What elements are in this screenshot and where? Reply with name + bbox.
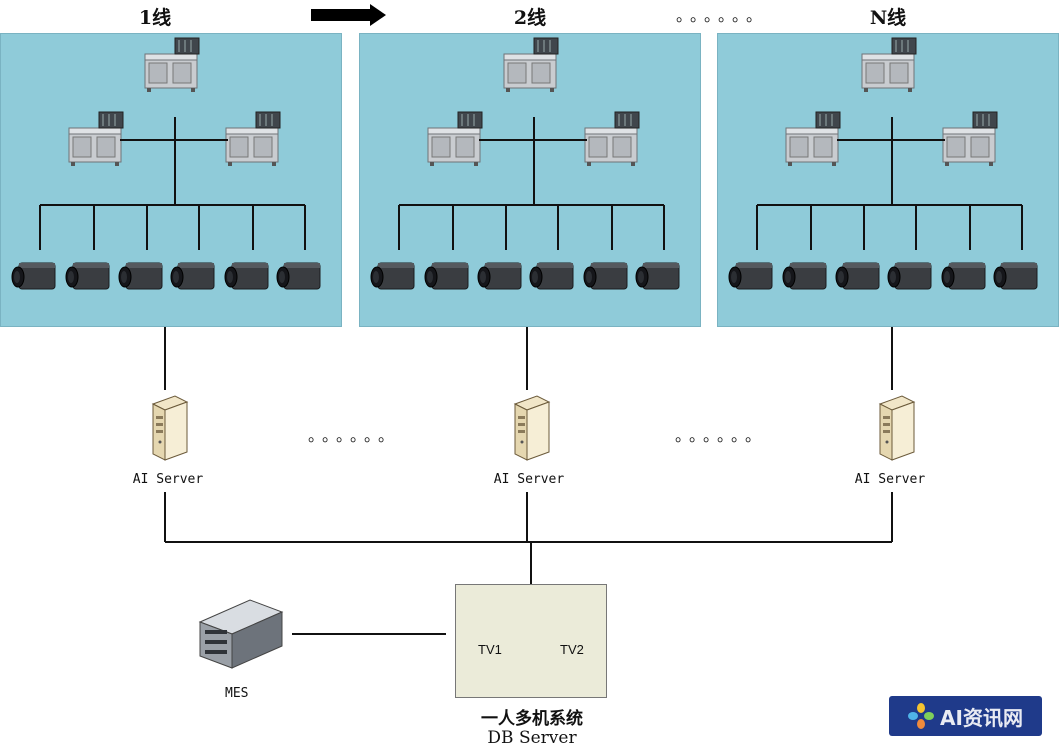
- tv1-label: TV1: [478, 642, 502, 657]
- industrial-camera-icon: [224, 262, 269, 290]
- ai-server-tower-icon: [879, 395, 915, 461]
- industrial-camera-icon: [529, 262, 574, 290]
- operator-station: [455, 584, 607, 698]
- line-1-title: 1线: [138, 7, 172, 29]
- mes-label: MES: [225, 686, 249, 701]
- inspection-machine-right: [942, 111, 998, 167]
- industrial-camera-icon: [835, 262, 880, 290]
- inspection-machine-left: [68, 111, 124, 167]
- industrial-camera-icon: [635, 262, 680, 290]
- industrial-camera-icon: [118, 262, 163, 290]
- industrial-camera-icon: [887, 262, 932, 290]
- ai-server-2-label: AI Server: [493, 472, 565, 487]
- watermark-text: AI资讯网: [940, 705, 1023, 730]
- ai-server-tower-icon: [514, 395, 550, 461]
- industrial-camera-icon: [993, 262, 1038, 290]
- industrial-camera-icon: [424, 262, 469, 290]
- industrial-camera-icon: [782, 262, 827, 290]
- flower-logo-icon: [908, 703, 935, 729]
- inspection-machine-left: [427, 111, 483, 167]
- server-ellipsis-left: 。。。。。。: [308, 426, 401, 445]
- server-ellipsis-right: 。。。。。。: [675, 426, 768, 445]
- industrial-camera-icon: [941, 262, 986, 290]
- station-subtitle: DB Server: [487, 728, 577, 748]
- industrial-camera-icon: [583, 262, 628, 290]
- top-ellipsis: 。。。。。。: [676, 6, 769, 25]
- inspection-machine-right: [225, 111, 281, 167]
- inspection-machine-right: [584, 111, 640, 167]
- inspection-machine-left: [785, 111, 841, 167]
- line-n-title: N线: [869, 7, 907, 29]
- line-2-title: 2线: [513, 7, 547, 29]
- industrial-camera-icon: [170, 262, 215, 290]
- ai-server-n-label: AI Server: [854, 472, 926, 487]
- industrial-camera-icon: [65, 262, 110, 290]
- mes-rack-server-icon: [198, 599, 284, 669]
- inspection-machine-top: [503, 37, 559, 93]
- ai-server-tower-icon: [152, 395, 188, 461]
- inspection-machine-top: [861, 37, 917, 93]
- industrial-camera-icon: [276, 262, 321, 290]
- industrial-camera-icon: [370, 262, 415, 290]
- tv2-label: TV2: [560, 642, 584, 657]
- watermark: AI资讯网: [889, 696, 1042, 736]
- industrial-camera-icon: [477, 262, 522, 290]
- station-title: 一人多机系统: [481, 709, 583, 729]
- industrial-camera-icon: [728, 262, 773, 290]
- industrial-camera-icon: [11, 262, 56, 290]
- ai-server-1-label: AI Server: [132, 472, 204, 487]
- inspection-machine-top: [144, 37, 200, 93]
